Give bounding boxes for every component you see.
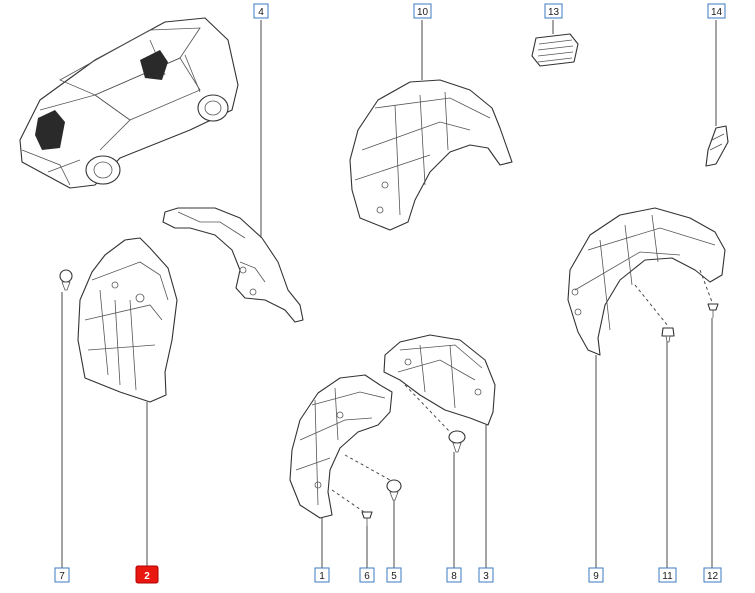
part-1-front-arch-liner (289, 374, 393, 519)
callout-13[interactable]: 13 (544, 3, 563, 19)
callout-11-label: 11 (662, 571, 673, 582)
callout-2[interactable]: 2 (135, 565, 159, 584)
callout-10-label: 10 (417, 7, 429, 18)
part-12-screw (707, 303, 719, 318)
callout-10[interactable]: 10 (413, 3, 432, 19)
callout-1-label: 1 (319, 571, 325, 582)
part-2-front-arch-liner (77, 237, 178, 403)
callout-3-label: 3 (483, 571, 489, 582)
callout-4-label: 4 (258, 7, 264, 18)
part-3-arch-liner-rear-section (383, 334, 496, 426)
callout-3[interactable]: 3 (478, 567, 494, 583)
callout-8[interactable]: 8 (446, 567, 462, 583)
part-7-clip (59, 269, 73, 291)
callout-12-label: 12 (707, 571, 719, 582)
part-13-grommet (531, 33, 579, 67)
callout-9[interactable]: 9 (588, 567, 604, 583)
callout-14-label: 14 (711, 7, 723, 18)
callout-2-label: 2 (144, 571, 150, 582)
part-8-clip (448, 430, 466, 453)
part-4-inner-bracket (162, 207, 304, 323)
callout-6[interactable]: 6 (359, 567, 375, 583)
part-10-rear-arch-liner (349, 79, 513, 231)
callout-9-label: 9 (593, 571, 599, 582)
callout-7[interactable]: 7 (54, 567, 70, 583)
callout-11[interactable]: 11 (658, 567, 677, 583)
part-9-rear-arch-liner (567, 207, 726, 356)
callout-5[interactable]: 5 (386, 567, 402, 583)
callout-14[interactable]: 14 (707, 3, 726, 19)
callout-6-label: 6 (364, 571, 370, 582)
part-11-clip (661, 327, 675, 343)
callout-7-label: 7 (59, 571, 65, 582)
callout-12[interactable]: 12 (703, 567, 722, 583)
callout-13-label: 13 (548, 7, 560, 18)
part-14-trim-piece (705, 125, 729, 167)
callout-1[interactable]: 1 (314, 567, 330, 583)
part-6-screw (361, 511, 373, 526)
callout-4[interactable]: 4 (253, 3, 269, 19)
callout-8-label: 8 (451, 571, 457, 582)
leader-lines (61, 20, 717, 568)
part-5-clip (386, 479, 402, 501)
callout-5-label: 5 (391, 571, 397, 582)
car-overview-illustration (19, 17, 239, 189)
